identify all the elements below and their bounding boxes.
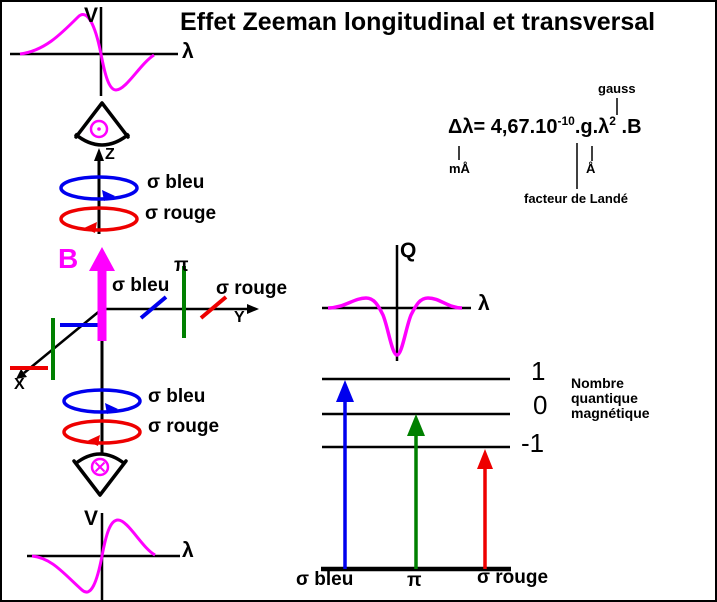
eye-arc-bottom-icon	[73, 452, 127, 466]
sigma-blue-orbit-lower-arrowhead	[105, 403, 118, 414]
light-into-cross-2	[94, 461, 106, 473]
formula-lambda-exponent: 2	[609, 114, 616, 128]
polarization-marks-y	[139, 266, 228, 338]
b-field-arrow-shape	[89, 247, 115, 341]
q-plot	[322, 245, 471, 361]
level-label-m0: 0	[533, 390, 548, 420]
transition-arrows	[336, 380, 493, 569]
xyz-frame	[16, 304, 259, 453]
sigma-rouge-y-label: σ rouge	[216, 278, 288, 299]
page-title: Effet Zeeman longitudinal et transversal	[180, 8, 656, 36]
sigma-blue-transition-arrowhead	[336, 380, 354, 402]
milliangstrom-unit-label: mÅ	[449, 161, 470, 176]
eye-lids-bottom-icon	[72, 459, 128, 497]
polarization-marks-x	[10, 318, 98, 380]
sigma-blue-orbit	[59, 175, 139, 201]
sigma-bleu-top-label: σ bleu	[147, 172, 205, 193]
b-field-arrow	[89, 247, 115, 341]
lande-factor-label: facteur de Landé	[524, 191, 629, 206]
q-xlabel: λ	[478, 292, 490, 315]
sigma-red-orbit	[59, 206, 139, 232]
bottom-v-ylabel: V	[84, 507, 99, 530]
sigma-red-orbit-lower	[62, 419, 142, 445]
z-axis-arrow	[94, 148, 104, 234]
bottom-v-plot	[27, 513, 180, 600]
eye-lids-icon	[74, 101, 130, 139]
transition-pi-label: π	[407, 570, 422, 591]
sigma-red-orbit-arrowhead	[84, 222, 97, 233]
bottom-v-dispersion-curve	[31, 518, 156, 594]
x-axis-arrowhead	[16, 369, 27, 379]
top-sigma-orbits	[59, 175, 139, 233]
q-ylabel: Q	[400, 239, 417, 262]
q-absorption-curve	[327, 296, 463, 357]
sigma-red-orbit-lower-arrowhead	[87, 435, 100, 446]
pi-transition-arrowhead	[407, 414, 425, 436]
top-v-ylabel: V	[84, 4, 99, 27]
lower-sigma-orbits	[62, 388, 142, 446]
sigma-rouge-top-label: σ rouge	[145, 203, 217, 224]
b-field-label: B	[58, 243, 79, 274]
magnetic-quantum-number-caption: Nombre quantique magnétique	[571, 375, 650, 421]
sigma-blue-orbit-arrowhead	[102, 190, 115, 201]
transition-sigma-rouge-label: σ rouge	[477, 567, 549, 588]
sigma-red-polarization-y	[199, 295, 228, 320]
gauss-unit-label: gauss	[598, 81, 636, 96]
pi-y-label: π	[174, 255, 189, 276]
sigma-bleu-lower-label: σ bleu	[148, 386, 206, 407]
top-observer-eye	[73, 101, 131, 147]
formula-exponent: -10	[557, 114, 575, 128]
sigma-bleu-y-label: σ bleu	[112, 275, 170, 296]
bottom-observer-eye	[72, 452, 128, 497]
angstrom-unit-label: Å	[586, 161, 596, 176]
top-v-dispersion-curve	[19, 13, 155, 92]
top-v-plot	[10, 7, 178, 96]
z-axis-label: Z	[105, 146, 115, 163]
transition-sigma-bleu-label: σ bleu	[296, 569, 354, 590]
sigma-red-transition-arrowhead	[477, 449, 493, 469]
y-axis-label: Y	[234, 309, 245, 326]
bottom-v-xlabel: λ	[182, 539, 194, 562]
light-into-plane-icon	[90, 457, 110, 477]
formula-pointer-lines	[458, 98, 618, 189]
light-out-dot-icon	[97, 127, 101, 131]
sigma-rouge-lower-label: σ rouge	[148, 416, 220, 437]
light-out-of-plane-icon	[89, 119, 109, 139]
formula-lande-lambda: .g.λ	[574, 116, 610, 138]
sigma-blue-orbit-lower	[62, 388, 142, 414]
zeeman-shift-formula: Δλ= 4,67.10-10.g.λ2 .B	[448, 115, 642, 137]
formula-field-term: .B	[615, 116, 642, 138]
y-axis-arrowhead	[247, 304, 259, 314]
z-axis-arrowhead	[94, 148, 104, 161]
x-axis-line	[23, 308, 103, 374]
eye-arc-icon	[73, 132, 131, 147]
level-label-m1: 1	[531, 356, 546, 386]
sigma-blue-polarization-y	[139, 295, 168, 320]
formula-lhs: Δλ= 4,67.10	[448, 116, 558, 138]
x-axis-label: X	[14, 376, 25, 393]
top-v-xlabel: λ	[182, 40, 194, 63]
level-label-m-1: -1	[521, 428, 545, 458]
